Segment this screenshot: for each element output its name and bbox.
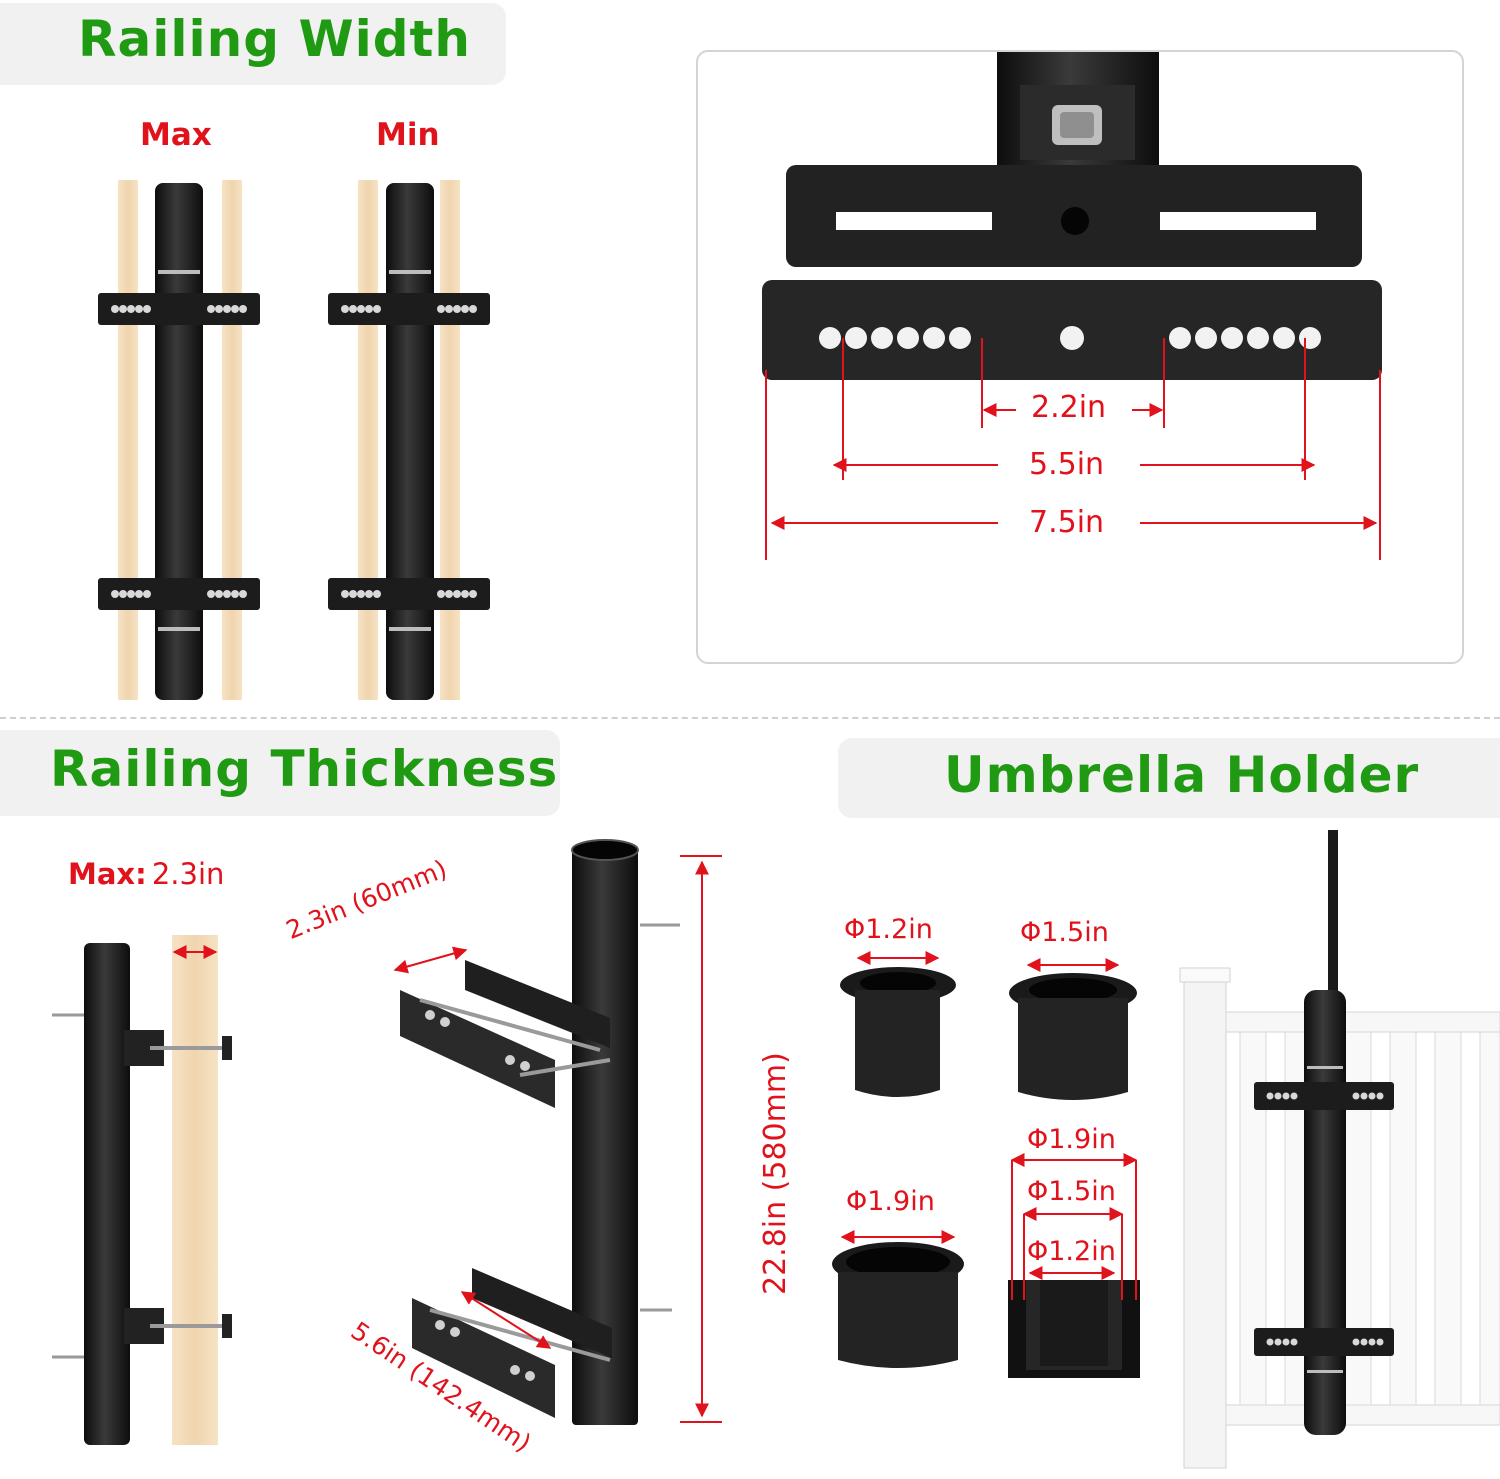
umbrella-holder-tab (838, 738, 1500, 818)
max-width-label: Max (140, 117, 212, 153)
height-dimension: 22.8in (580mm) (758, 1052, 793, 1295)
thickness-max-label: Max: 2.3in (68, 857, 224, 891)
thickness-side-figure (52, 935, 232, 1445)
plate-detail-figure (762, 52, 1382, 560)
railing-width-tab (0, 3, 506, 85)
thickness-max-prefix: Max: (68, 857, 147, 891)
thickness-max-value: 2.3in (151, 857, 225, 891)
installed-railing-figure (1179, 830, 1500, 1469)
plate-dimension-middle: 5.5in (1029, 447, 1105, 482)
railing-thickness-tab (0, 730, 560, 816)
plate-dimension-inner: 2.2in (1031, 390, 1107, 425)
min-width-label: Min (376, 117, 440, 153)
railing-thickness-title: Railing Thickness (50, 740, 559, 798)
umbrella-holder-title: Umbrella Holder (944, 746, 1420, 804)
insert-size-1: Φ1.2in (844, 914, 933, 945)
stack-size-outer: Φ1.9in (1027, 1124, 1116, 1155)
insert-size-3: Φ1.9in (846, 1186, 935, 1217)
section-divider (0, 717, 1500, 719)
insert-size-2: Φ1.5in (1020, 917, 1109, 948)
railing-width-max-figure (98, 180, 260, 700)
railing-width-title: Railing Width (78, 10, 472, 68)
railing-width-min-figure (328, 180, 490, 700)
plate-dimension-outer: 7.5in (1029, 505, 1105, 540)
umbrella-inserts-figure (832, 951, 1140, 1378)
stack-size-inner: Φ1.2in (1027, 1236, 1116, 1267)
stack-size-middle: Φ1.5in (1027, 1176, 1116, 1207)
thickness-iso-figure (393, 839, 722, 1425)
